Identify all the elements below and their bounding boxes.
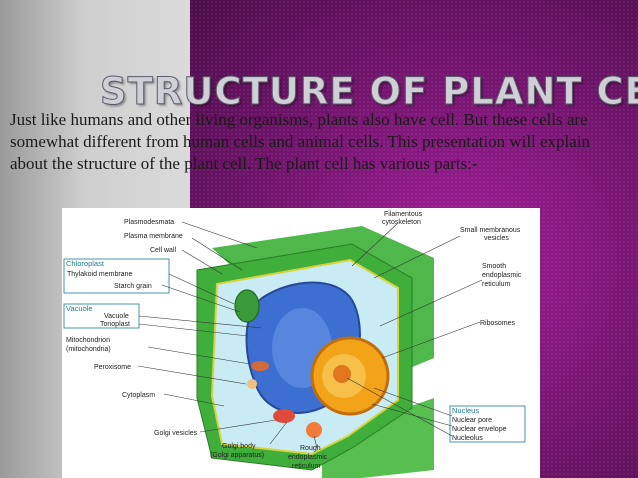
label-nucleolus: Nucleolus xyxy=(452,435,483,442)
label-mitochondria: (mitochondria) xyxy=(66,346,111,353)
label-cytoskeleton: cytoskeleton xyxy=(382,219,421,226)
label-starch-grain: Starch grain xyxy=(114,283,152,290)
label-nucleus-group: Nucleus xyxy=(452,406,479,415)
label-smooth: Smooth xyxy=(482,263,506,270)
label-nuclear-envelope: Nuclear envelope xyxy=(452,426,507,433)
label-chloroplast-group: Chloroplast xyxy=(66,259,105,268)
intro-paragraph: Just like humans and other living organi… xyxy=(10,110,591,173)
label-vesicles: vesicles xyxy=(484,235,509,242)
label-tonoplast: Tonoplast xyxy=(100,321,130,328)
label-endoplasmic: endoplasmic xyxy=(482,272,522,279)
label-peroxisome: Peroxisome xyxy=(94,364,131,371)
label-ribosomes: Ribosomes xyxy=(480,320,516,327)
chloroplast-shape xyxy=(234,289,260,323)
peroxisome-shape xyxy=(247,379,257,389)
chloroplast-label-box xyxy=(63,258,170,294)
label-vacuole: Vacuole xyxy=(104,313,129,320)
rough-er-shape xyxy=(306,422,322,438)
golgi-shape xyxy=(273,409,295,423)
plant-cell-diagram: Plasmodesmata Plasma membrane Cell wall … xyxy=(62,208,540,478)
label-small-membranous: Small membranous xyxy=(460,227,521,234)
label-golgi-vesicles: Golgi vesicles xyxy=(154,430,198,437)
label-mitochondrion: Mitochondrion xyxy=(66,337,110,344)
label-rough-reticulum: reticulum xyxy=(292,463,321,470)
slide-title: STRUCTURE OF PLANT CELL xyxy=(100,70,638,114)
label-golgi-body: Golgi body xyxy=(222,443,256,450)
label-rough: Rough xyxy=(300,445,321,452)
label-cytoplasm: Cytoplasm xyxy=(122,392,155,399)
label-vacuole-group: Vacuole xyxy=(66,304,93,313)
mitochondrion-shape xyxy=(251,361,269,371)
lower-cell-wall xyxy=(322,398,434,478)
leader-lines xyxy=(137,221,483,449)
label-nuclear-pore: Nuclear pore xyxy=(452,417,492,424)
nucleus-label-box xyxy=(449,405,526,443)
label-plasma-membrane: Plasma membrane xyxy=(124,233,183,240)
label-reticulum: reticulum xyxy=(482,281,511,288)
plant-cell-illustration: Plasmodesmata Plasma membrane Cell wall … xyxy=(63,211,526,478)
label-filamentous: Filamentous xyxy=(384,211,423,218)
label-cell-wall: Cell wall xyxy=(150,247,177,254)
label-plasmodesmata: Plasmodesmata xyxy=(124,219,174,226)
label-thylakoid-membrane: Thylakoid membrane xyxy=(67,271,132,278)
nucleolus-shape xyxy=(333,365,351,383)
label-golgi-apparatus: (Golgi apparatus) xyxy=(210,452,264,459)
label-rough-endoplasmic: endoplasmic xyxy=(288,454,328,461)
